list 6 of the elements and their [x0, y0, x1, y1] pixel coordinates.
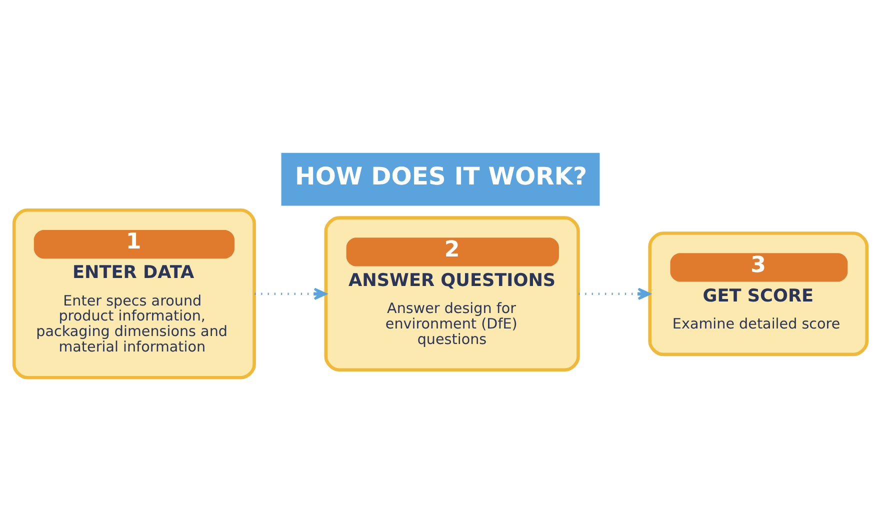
node-box: 3 GET SCORE Examine detailed score: [648, 231, 868, 356]
arrow: [578, 287, 650, 300]
diagram-title: HOW DOES IT WORK?: [294, 160, 587, 190]
arrow: [254, 287, 326, 300]
node-box: 2 ANSWER QUESTIONS Answer design for environment (DfE) questions: [324, 216, 580, 372]
node-box: 1 ENTER DATA Enter specs around product information, packaging dimensions and material information: [12, 208, 256, 379]
